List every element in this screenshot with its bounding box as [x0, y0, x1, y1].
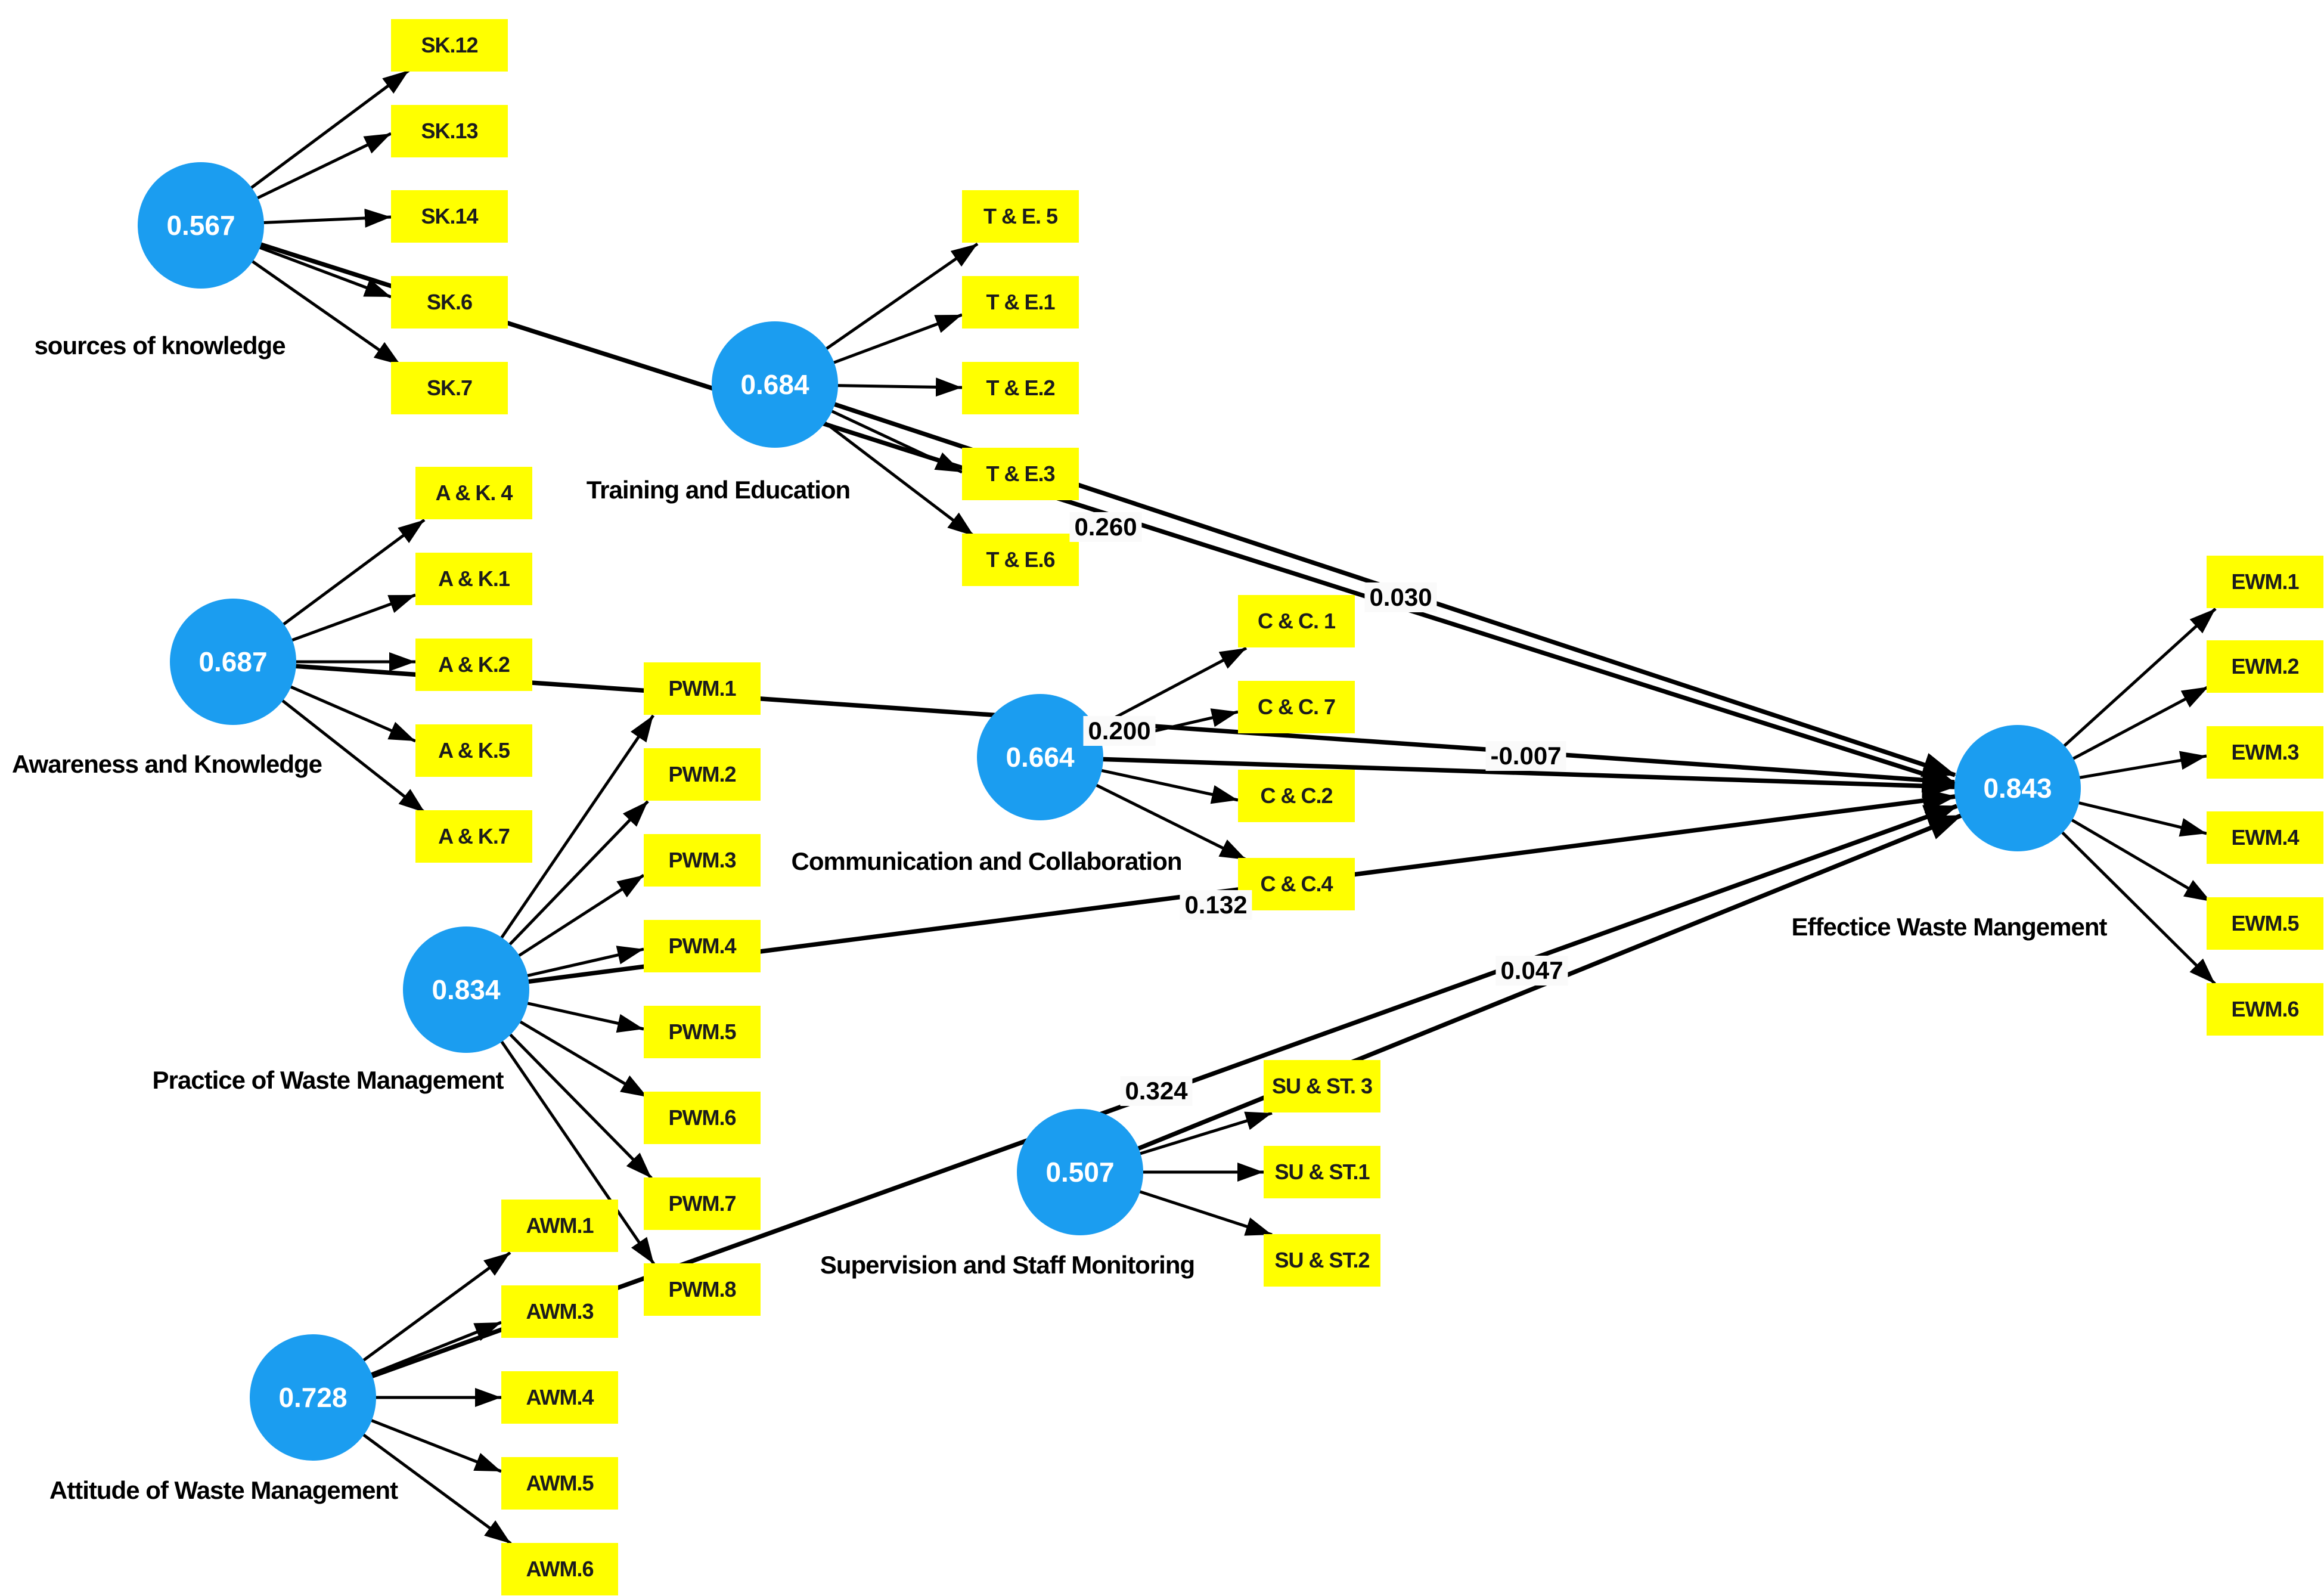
- indicator-ak5: A & K.5: [415, 724, 532, 777]
- indicator-sk14: SK.14: [391, 190, 508, 243]
- indicator-awm4: AWM.4: [501, 1371, 618, 1424]
- indicator-cc1: C & C. 1: [1238, 595, 1355, 647]
- indicator-cc2: C & C.2: [1238, 770, 1355, 822]
- construct-awareness-and-knowledge: 0.687: [170, 599, 296, 725]
- indicator-pwm7: PWM.7: [644, 1177, 761, 1230]
- path-coefficient-cc-ewm: -0.007: [1485, 741, 1566, 771]
- construct-label-awareness-and-knowledge: Awareness and Knowledge: [11, 750, 322, 778]
- indicator-ewm4: EWM.4: [2207, 811, 2323, 864]
- indicator-ewm2: EWM.2: [2207, 640, 2323, 693]
- indicator-sk13: SK.13: [391, 105, 508, 157]
- indicator-te3: T & E.3: [962, 448, 1079, 500]
- construct-effective-waste-management: 0.843: [1954, 725, 2081, 851]
- construct-practice-of-waste-management: 0.834: [403, 926, 529, 1053]
- construct-label-training-and-education: Training and Education: [586, 476, 851, 504]
- indicator-sk7: SK.7: [391, 362, 508, 414]
- indicator-awm3: AWM.3: [501, 1285, 618, 1338]
- path-cc-to-ewm: [1040, 755, 1956, 799]
- r2-value-sok: 0.567: [166, 210, 235, 241]
- construct-label-communication-and-collaboration: Communication and Collaboration: [791, 847, 1182, 875]
- indicator-pwm2: PWM.2: [644, 748, 761, 801]
- indicator-sust1: SU & ST.1: [1264, 1146, 1380, 1198]
- construct-label-practice-of-waste-management: Practice of Waste Management: [152, 1066, 504, 1094]
- construct-training-and-education: 0.684: [712, 321, 838, 448]
- indicator-pwm3: PWM.3: [644, 834, 761, 887]
- r2-value-te: 0.684: [740, 369, 809, 400]
- indicator-ewm6: EWM.6: [2207, 983, 2323, 1036]
- r2-value-ak: 0.687: [198, 646, 268, 677]
- indicator-te6: T & E.6: [962, 534, 1079, 586]
- construct-sources-of-knowledge: 0.567: [138, 162, 264, 289]
- indicator-ewm1: EWM.1: [2207, 556, 2323, 608]
- indicator-sust2: SU & ST.2: [1264, 1234, 1380, 1287]
- indicator-ak4: A & K. 4: [415, 467, 532, 519]
- indicator-pwm6: PWM.6: [644, 1092, 761, 1144]
- indicator-cc4: C & C.4: [1238, 858, 1355, 910]
- indicator-ewm3: EWM.3: [2207, 726, 2323, 779]
- construct-label-sources-of-knowledge: sources of knowledge: [34, 331, 286, 360]
- indicator-pwm4: PWM.4: [644, 920, 761, 972]
- indicator-ak1: A & K.1: [415, 553, 532, 605]
- indicator-cc7: C & C. 7: [1238, 681, 1355, 733]
- indicator-sust3: SU & ST. 3: [1264, 1060, 1380, 1112]
- indicator-awm6: AWM.6: [501, 1543, 618, 1595]
- construct-attitude-of-waste-management: 0.728: [250, 1334, 376, 1461]
- path-coefficient-te-ewm: 0.260: [1069, 512, 1142, 542]
- indicator-pwm1: PWM.1: [644, 662, 761, 715]
- indicator-ak7: A & K.7: [415, 810, 532, 863]
- indicator-awm1: AWM.1: [501, 1200, 618, 1252]
- path-coefficient-sust-ewm: 0.047: [1495, 956, 1568, 986]
- r2-value-pwm: 0.834: [432, 974, 501, 1005]
- path-coefficient-awm-ewm: 0.324: [1120, 1076, 1193, 1106]
- path-coefficient-ak-ewm: 0.200: [1083, 716, 1156, 746]
- indicator-ewm5: EWM.5: [2207, 897, 2323, 950]
- r2-value-sust: 0.507: [1045, 1157, 1115, 1188]
- path-coefficient-sok-ewm: 0.030: [1364, 582, 1437, 612]
- r2-value-ewm: 0.843: [1983, 773, 2052, 804]
- path-coefficient-pwm-ewm: 0.132: [1180, 890, 1252, 920]
- construct-supervision-and-staff-monitoring: 0.507: [1017, 1109, 1143, 1235]
- indicator-te2: T & E.2: [962, 362, 1079, 414]
- construct-label-attitude-of-waste-management: Attitude of Waste Management: [49, 1476, 398, 1504]
- indicator-te1: T & E.1: [962, 276, 1079, 329]
- r2-value-awm: 0.728: [278, 1382, 347, 1413]
- path-sust-to-ewm: [1079, 813, 1962, 1174]
- indicator-ak2: A & K.2: [415, 639, 532, 691]
- construct-communication-and-collaboration: 0.664: [977, 694, 1103, 820]
- indicator-awm5: AWM.5: [501, 1457, 618, 1510]
- construct-label-supervision-and-staff-monitoring: Supervision and Staff Monitoring: [820, 1251, 1195, 1279]
- indicator-pwm8: PWM.8: [644, 1263, 761, 1316]
- indicator-sk12: SK.12: [391, 19, 508, 72]
- indicator-te5: T & E. 5: [962, 190, 1079, 243]
- r2-value-cc: 0.664: [1006, 742, 1075, 773]
- construct-label-effective-waste-management: Effectice Waste Mangement: [1791, 913, 2108, 941]
- indicator-sk6: SK.6: [391, 276, 508, 329]
- path-te-to-ewm: [774, 382, 1956, 777]
- indicator-pwm5: PWM.5: [644, 1006, 761, 1058]
